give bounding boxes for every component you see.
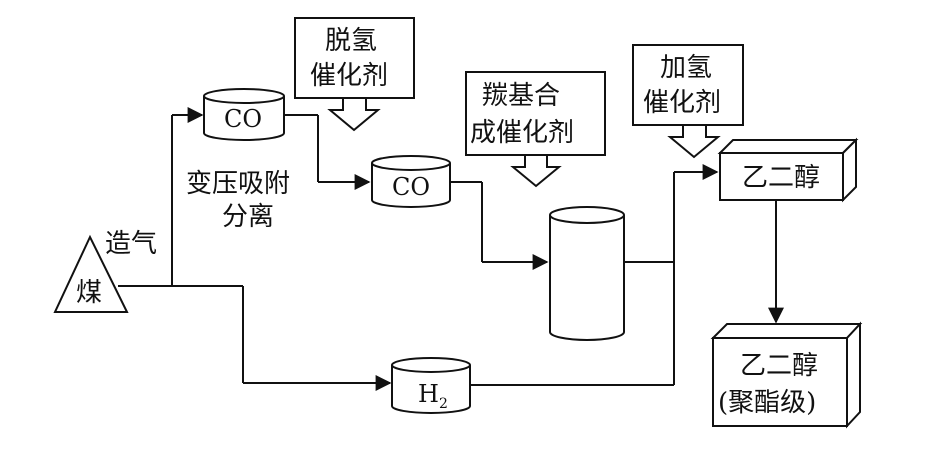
eg-poly-line1: 乙二醇 (740, 351, 818, 381)
co-top-label: CO (224, 105, 262, 133)
co-tank-mid: CO (371, 155, 451, 208)
carbonyl-catalyst-box (465, 71, 606, 156)
hydro-cat-line2: 催化剂 (643, 88, 721, 118)
eg-box-label: 乙二醇 (742, 163, 820, 193)
gasify-label: 造气 (105, 229, 157, 259)
co-tank-mid-lid (371, 155, 451, 171)
hydro-cat-line1: 加氢 (660, 53, 712, 83)
carbonyl-down-arrow (510, 154, 562, 188)
hydro-catalyst-box (632, 44, 744, 126)
co-tank-top-lid (203, 88, 285, 104)
co-tank-mid-body (371, 163, 451, 208)
co-tank-top-body (203, 96, 285, 141)
reactor-lid (549, 206, 625, 224)
co-mid-label: CO (392, 173, 430, 201)
eg-box-top (717, 139, 859, 154)
coal-label: 煤 (76, 278, 102, 308)
h2-tank-body (391, 365, 471, 414)
co-tank-top: CO (203, 88, 285, 141)
eg-poly-box-front (712, 337, 848, 427)
coal-triangle (53, 234, 129, 313)
coal-node: 煤 (53, 234, 129, 313)
dehydro-cat-line1: 脱氢 (325, 26, 377, 56)
eg-poly-line2: (聚酯级) (718, 388, 816, 418)
eg-poly-box-top (710, 323, 863, 339)
psa-label-line2: 分离 (222, 202, 274, 232)
carbonyl-cat-line1: 羰基合 (482, 81, 560, 111)
dehydro-cat-line2: 催化剂 (310, 61, 388, 91)
reactor-vessel (549, 206, 625, 341)
h2-label: H2 (418, 380, 448, 412)
reactor-body (549, 215, 625, 341)
h2-tank: H2 (391, 357, 471, 414)
dehydro-catalyst: 脱氢 催化剂 (294, 17, 415, 132)
eg-poly-box-side (846, 321, 861, 429)
dehydro-catalyst-box (294, 17, 415, 99)
hydro-down-arrow (667, 124, 721, 159)
carbonyl-catalyst: 羰基合 成催化剂 (465, 71, 606, 188)
psa-label-line1: 变压吸附 (186, 169, 290, 199)
eg-poly-box: 乙二醇 (聚酯级) (710, 321, 863, 429)
eg-box-front (719, 152, 844, 201)
connector-lines (118, 107, 784, 391)
hydro-catalyst: 加氢 催化剂 (632, 44, 744, 159)
dehydro-down-arrow (327, 97, 381, 132)
eg-box: 乙二醇 (717, 137, 859, 203)
h2-tank-lid (391, 357, 471, 373)
carbonyl-cat-line2: 成催化剂 (470, 118, 574, 148)
